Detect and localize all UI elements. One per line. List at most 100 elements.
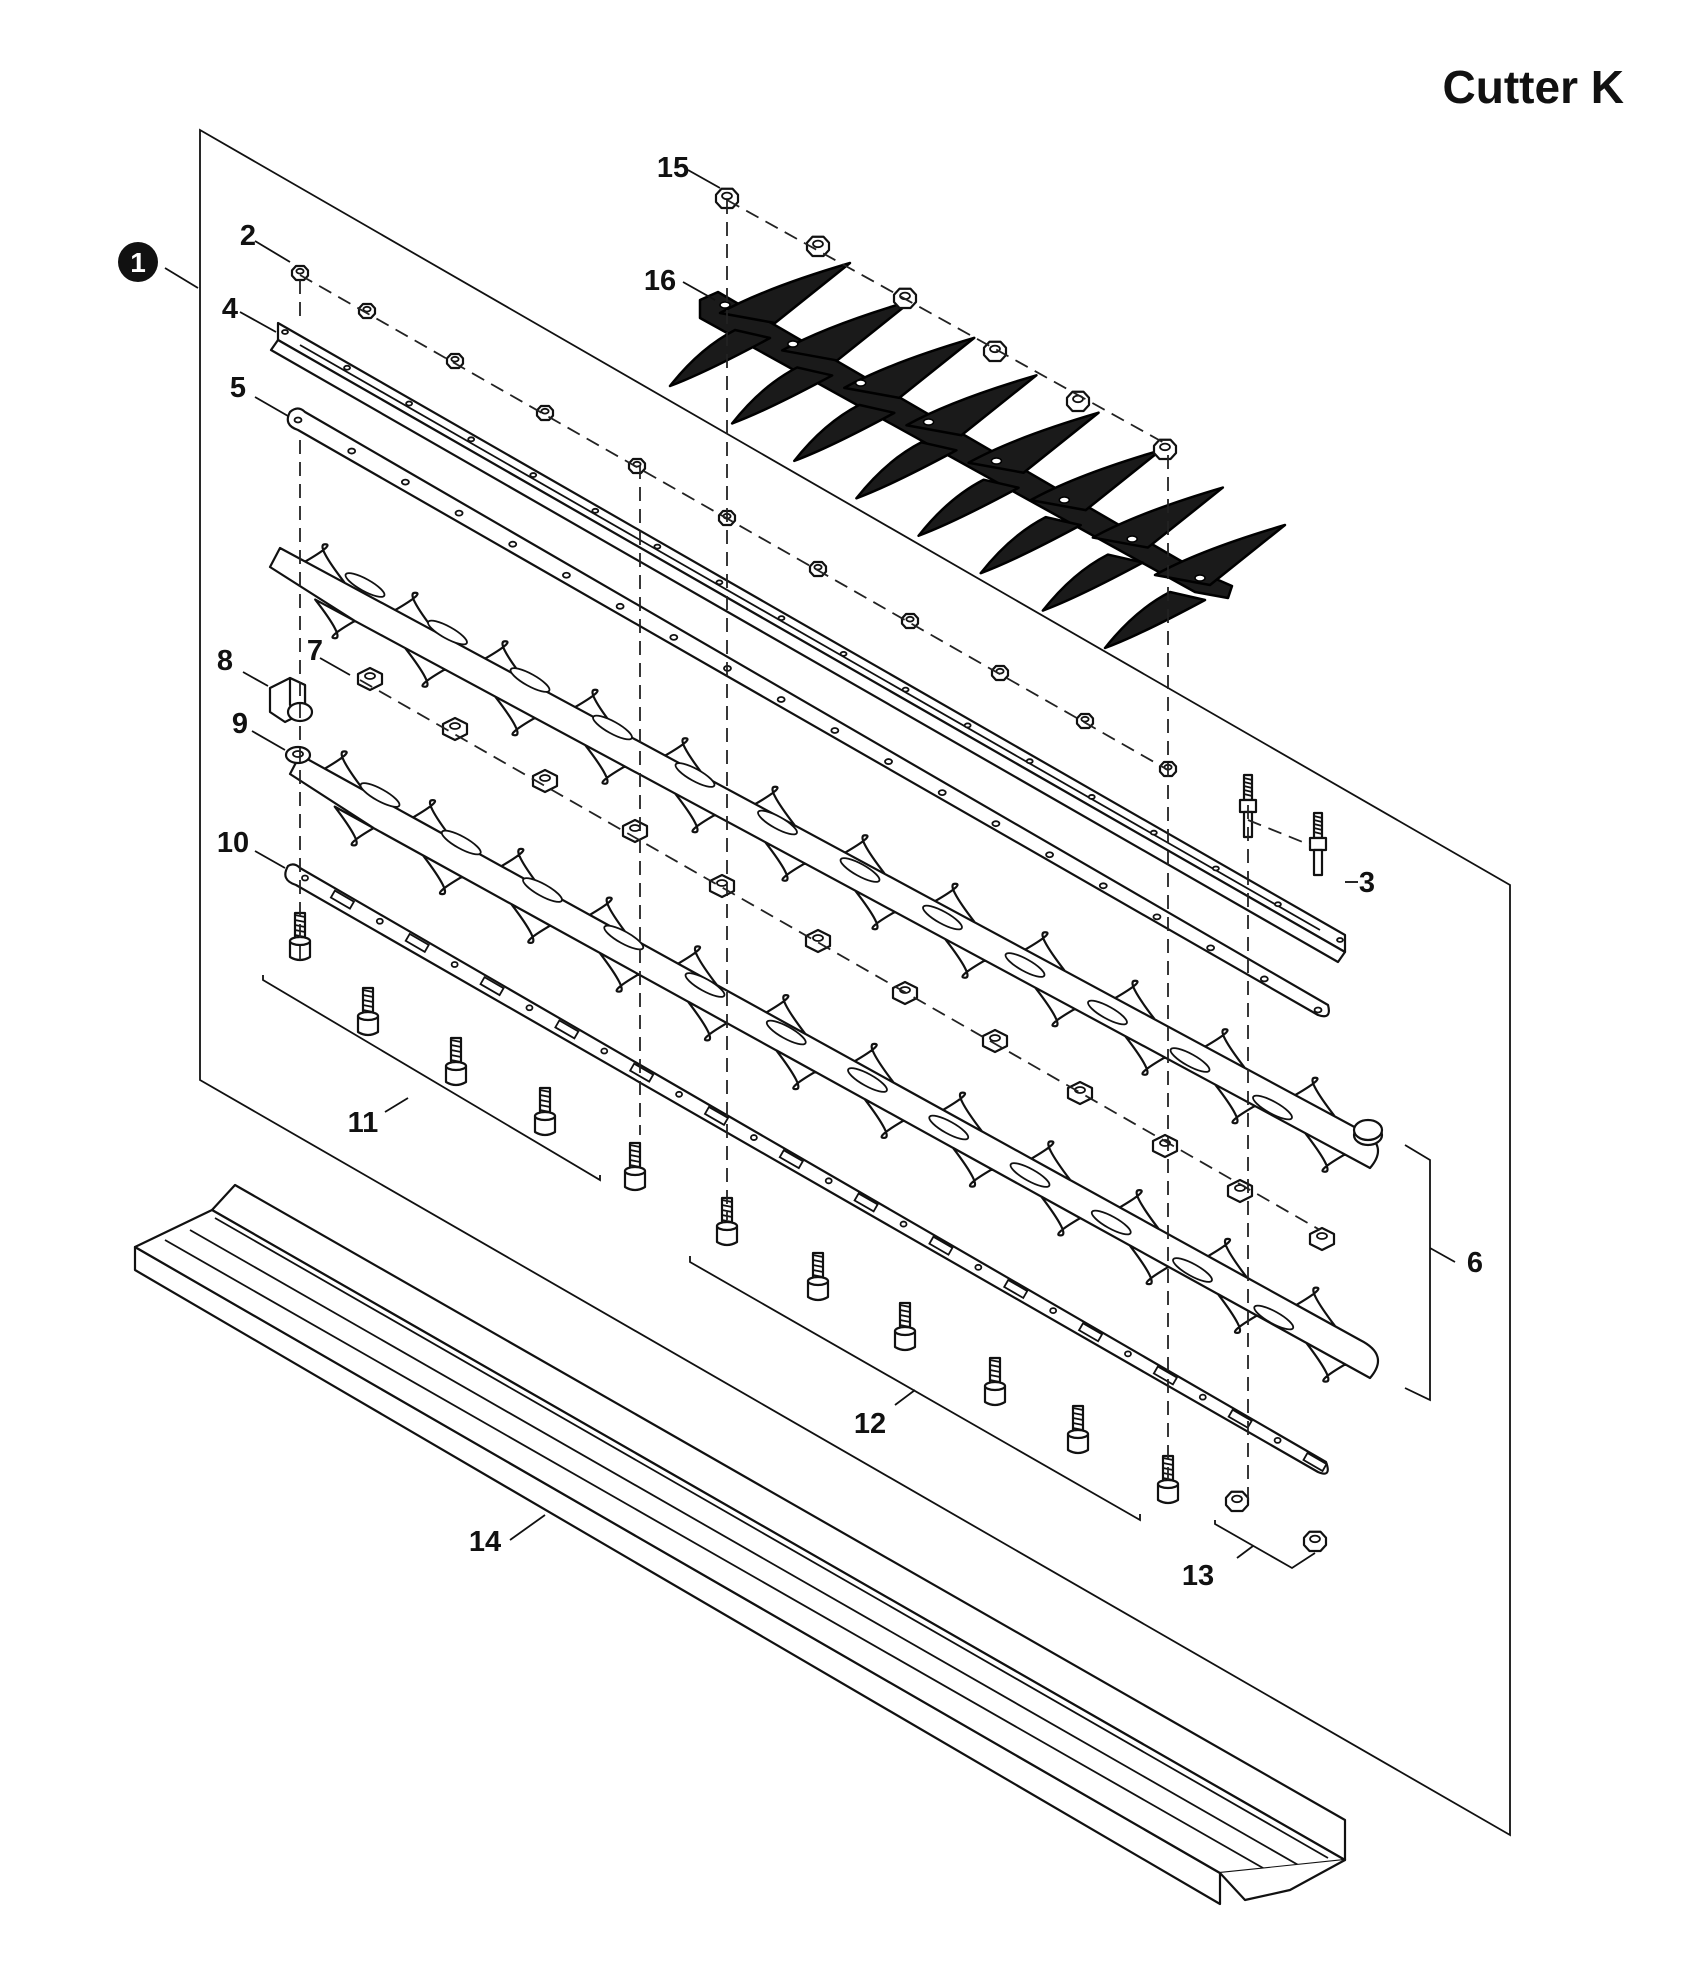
- bolt-11-3: [533, 1086, 557, 1137]
- nut-2-4: [627, 457, 647, 475]
- blade-slot: [1172, 1257, 1213, 1283]
- plate-hole: [974, 1263, 983, 1271]
- blade-slot: [757, 809, 798, 836]
- nut-row-13: [1224, 1490, 1328, 1553]
- stud-pair: [1238, 773, 1328, 877]
- guard-tooth-upper: [967, 411, 1100, 474]
- guide-bar-hole: [591, 507, 600, 514]
- callout-13: 13: [1182, 1560, 1214, 1592]
- blade-set: [268, 543, 1384, 1383]
- guide-bar-hole: [1087, 794, 1096, 800]
- blade-slot: [1009, 1162, 1051, 1188]
- guard-tooth-lower: [668, 328, 772, 388]
- nut-15-5: [1152, 438, 1178, 461]
- nut-13-0: [1224, 1490, 1250, 1513]
- callout-7: 7: [307, 635, 323, 667]
- plate-hole: [600, 1047, 609, 1055]
- plate-slot: [1152, 1365, 1179, 1386]
- bolt-12-4: [1066, 1404, 1090, 1455]
- guard-hole: [854, 379, 867, 387]
- guard-hole: [719, 301, 731, 309]
- bolt-12-1: [806, 1251, 830, 1302]
- guard-hole: [990, 457, 1003, 465]
- spacer-hole: [615, 602, 625, 610]
- blade-slot: [592, 714, 633, 741]
- washer: [284, 745, 312, 765]
- spacer-hole: [830, 727, 840, 734]
- diagram-title: Cutter K: [1443, 61, 1624, 113]
- plate-hole: [899, 1220, 908, 1228]
- callout-3: 3: [1359, 867, 1375, 899]
- plate-hole: [1049, 1307, 1058, 1314]
- callout-8: 8: [217, 645, 233, 677]
- nut-2-8: [990, 664, 1010, 682]
- guard-tooth-lower: [793, 403, 896, 463]
- spacer-hole: [776, 696, 786, 703]
- nut-2-2: [445, 352, 465, 370]
- spacer-hole: [1259, 975, 1269, 983]
- plate-hole: [1273, 1436, 1282, 1444]
- spacer-hole: [669, 633, 679, 641]
- guide-bar-hole: [467, 436, 476, 443]
- plate-slot: [554, 1019, 580, 1040]
- blade-cover: [133, 1183, 1347, 1906]
- spacer-hole: [1098, 882, 1108, 890]
- plate-hole: [375, 917, 384, 925]
- guide-bar-hole: [839, 650, 848, 657]
- guard-tooth-upper: [718, 261, 852, 325]
- assembly-frame: [199, 128, 1511, 1837]
- blade-slot: [1090, 1209, 1132, 1236]
- bolt-11-1: [356, 986, 380, 1037]
- blade-slot: [344, 572, 386, 598]
- nut-15-4: [1065, 390, 1091, 413]
- guard-hole: [922, 418, 935, 426]
- guard-tooth-upper: [780, 299, 914, 362]
- slider-3: [621, 818, 649, 844]
- bolt-11-4: [623, 1141, 647, 1192]
- guide-bar-hole: [901, 686, 910, 693]
- blade-slot: [928, 1114, 970, 1141]
- stopper: [268, 676, 314, 724]
- stud-0: [1238, 773, 1258, 839]
- blade-slot: [440, 829, 482, 856]
- spacer-hole: [508, 540, 518, 548]
- guide-bar-hole: [715, 579, 724, 586]
- callout-6: 6: [1467, 1247, 1483, 1279]
- bolt-12-5: [1156, 1454, 1180, 1505]
- plate-slot: [329, 889, 356, 910]
- stud-1: [1308, 811, 1328, 877]
- callout-1-text: 1: [130, 247, 146, 278]
- bolt-12-3: [983, 1356, 1007, 1407]
- spacer-hole: [1152, 913, 1162, 921]
- guide-bar-hole: [281, 329, 289, 335]
- blade-slot: [1169, 1047, 1211, 1073]
- guard-tooth-lower: [917, 478, 1020, 537]
- guard-tooth-upper: [1029, 448, 1162, 512]
- slider-8: [1066, 1080, 1094, 1106]
- slider-7: [981, 1028, 1009, 1054]
- top-guard: [668, 261, 1287, 650]
- plate-hole: [824, 1177, 833, 1185]
- plate-hole: [749, 1134, 758, 1141]
- blade-slot: [847, 1067, 888, 1093]
- plate-slot: [628, 1062, 655, 1083]
- plate-slot: [1227, 1408, 1253, 1429]
- guide-bar-hole: [529, 472, 538, 478]
- guard-tooth-upper: [843, 336, 976, 400]
- callout-5: 5: [230, 372, 246, 404]
- guard-tooth-lower: [1041, 553, 1145, 612]
- slider-2: [531, 768, 559, 794]
- guide-bar-hole: [1211, 865, 1220, 872]
- nut-15-1: [805, 235, 831, 258]
- guide-bar-hole: [1025, 758, 1034, 765]
- callout-4: 4: [222, 293, 238, 325]
- plate-hole: [1124, 1350, 1132, 1358]
- callout-15: 15: [657, 152, 689, 184]
- guard-hole: [787, 340, 799, 348]
- plate-hole: [525, 1004, 534, 1012]
- guard-tooth-lower: [1103, 590, 1207, 650]
- blade-slot: [1004, 952, 1046, 978]
- bolt-12-2: [893, 1301, 917, 1352]
- spacer-hole: [937, 789, 947, 797]
